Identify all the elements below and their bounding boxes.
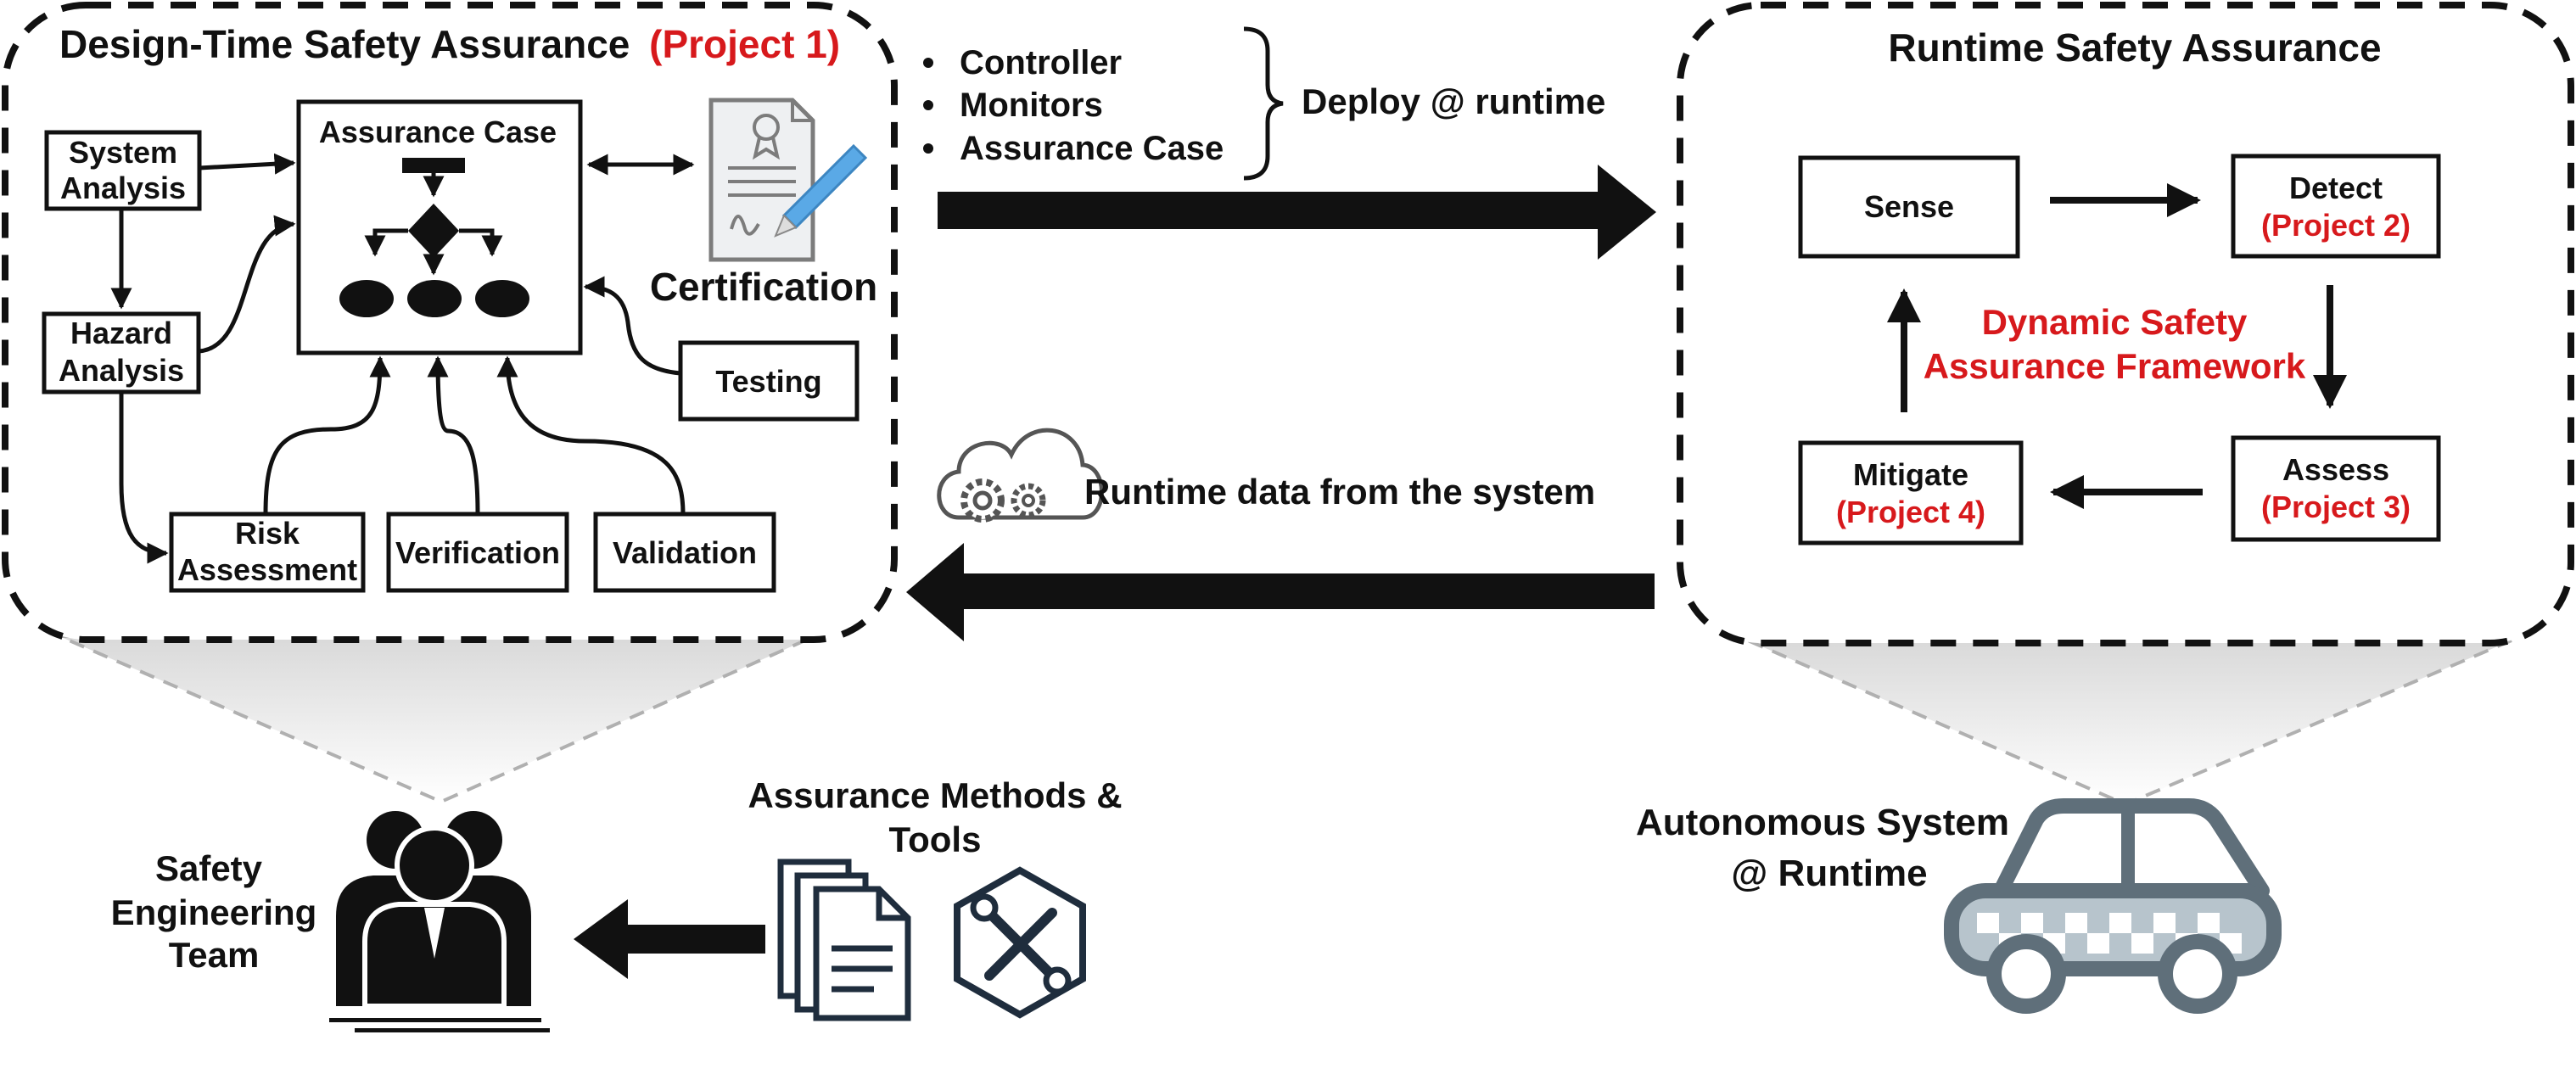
detect-box (2231, 154, 2441, 259)
design-time-panel: Design-Time Safety Assurance (Project 1)… (2, 2, 898, 643)
runtime-panel: Runtime Safety Assurance Sense Detect (P… (1677, 2, 2574, 646)
project-4-label: (Project 4) (1836, 495, 1985, 529)
deploy-item-controller: Controller (960, 44, 1122, 81)
tools-icon (954, 866, 1086, 1019)
verification-label: Verification (395, 535, 560, 570)
system-analysis-box (44, 130, 202, 211)
testing-box (678, 340, 860, 422)
runtime-data-arrow (906, 543, 1655, 641)
methods-line2: Tools (889, 819, 982, 859)
assess-label: Assess (2282, 452, 2389, 487)
runtime-callout-cone (1747, 639, 2512, 807)
deploy-arrow (938, 165, 1656, 260)
validation-box (593, 512, 776, 593)
autonomous-line1: Autonomous System (1636, 802, 2009, 843)
cloud-gears-icon (937, 428, 1104, 523)
methods-to-team-arrow (574, 899, 765, 979)
deploy-item-monitors: Monitors (960, 87, 1103, 124)
svg-text:Design-Time Safety Assurance: Design-Time Safety Assurance (Project 1) (59, 22, 840, 66)
team-line1: Safety (155, 848, 263, 888)
design-time-title: Design-Time Safety Assurance (59, 22, 630, 66)
risk-assessment-line1: Risk (235, 516, 300, 551)
risk-assessment-line2: Assessment (177, 552, 357, 587)
team-line3: Team (169, 935, 260, 975)
autonomous-line2: @ Runtime (1731, 853, 1927, 894)
framework-line2: Assurance Framework (1924, 346, 2306, 386)
runtime-title: Runtime Safety Assurance (1888, 25, 2381, 70)
assess-box (2231, 435, 2441, 542)
certification-label: Certification (650, 265, 877, 309)
sense-box (1798, 155, 2020, 259)
bullet-icon (923, 143, 933, 154)
certificate-icon (708, 98, 868, 262)
methods-line1: Assurance Methods & (748, 775, 1122, 815)
bullet-icon (923, 100, 933, 110)
system-analysis-line2: Analysis (60, 171, 186, 205)
curly-brace (1243, 26, 1284, 181)
design-time-connectors (110, 153, 695, 564)
assurance-case-label: Assurance Case (319, 115, 557, 149)
project-1-label: (Project 1) (649, 22, 840, 66)
car-icon (1944, 798, 2282, 1014)
sense-label: Sense (1864, 189, 1954, 224)
hazard-analysis-box (42, 311, 201, 394)
mitigate-box (1798, 440, 2024, 545)
testing-label: Testing (715, 364, 821, 399)
documents-icon (777, 859, 911, 1021)
deploy-list: Controller Monitors Assurance Case Deplo… (923, 26, 1605, 181)
system-analysis-line1: System (69, 135, 177, 170)
bullet-icon (923, 58, 933, 68)
goal-structure-icon (339, 158, 529, 317)
deploy-item-assurance-case: Assurance Case (960, 130, 1224, 167)
design-callout-cone (59, 635, 815, 804)
hazard-analysis-line2: Analysis (59, 353, 184, 388)
deploy-label: Deploy @ runtime (1302, 81, 1605, 121)
validation-label: Validation (613, 535, 757, 570)
loop-arrows (1887, 183, 2347, 509)
mitigate-label: Mitigate (1853, 457, 1968, 492)
hazard-analysis-line1: Hazard (70, 316, 172, 350)
project-2-label: (Project 2) (2261, 208, 2411, 243)
runtime-data-label: Runtime data from the system (1084, 472, 1595, 512)
risk-assessment-box (169, 512, 366, 593)
project-3-label: (Project 3) (2261, 489, 2411, 524)
framework-line1: Dynamic Safety (1982, 302, 2248, 342)
detect-label: Detect (2289, 171, 2383, 205)
team-line2: Engineering (111, 892, 317, 932)
team-icon (329, 811, 550, 1032)
